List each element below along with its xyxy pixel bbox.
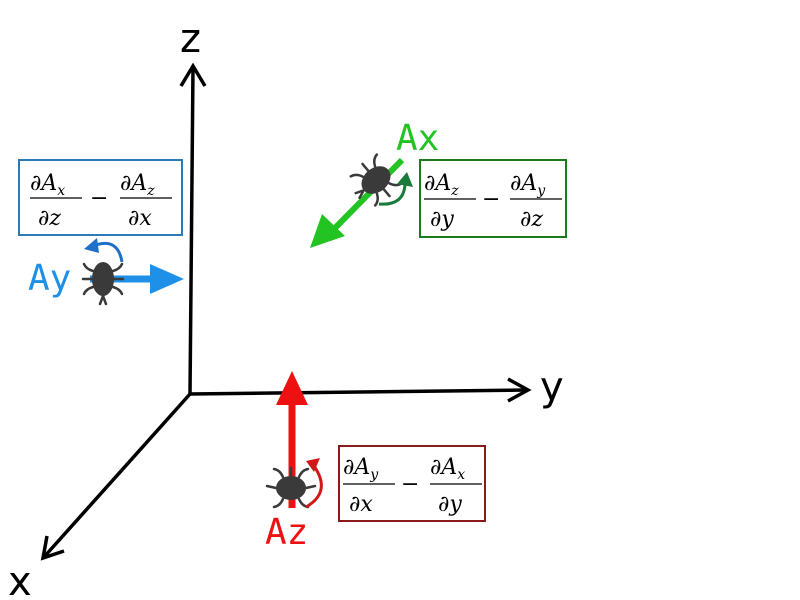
az-formula-box: ∂Ay ∂x − ∂Ax ∂y	[338, 445, 486, 522]
x-axis-arrowhead	[40, 535, 65, 561]
ay-curl-arrow	[95, 241, 124, 263]
ax-arrowhead	[310, 214, 345, 248]
svg-text:∂y: ∂y	[430, 207, 454, 232]
ax-arrow-shaft	[332, 157, 405, 231]
z-axis	[188, 67, 195, 395]
az-curl-arrowhead	[306, 458, 320, 472]
ay-label: Ay	[28, 258, 71, 299]
az-arrowhead	[276, 371, 308, 405]
svg-text:∂y: ∂y	[438, 492, 462, 517]
az-label: Az	[265, 512, 308, 553]
ay-component: Ay ∂Ax ∂z − ∂Az ∂x	[18, 159, 184, 306]
y-axis	[189, 388, 528, 396]
svg-text:∂z: ∂z	[520, 207, 543, 232]
az-curl-arrow	[305, 465, 323, 509]
ay-arrowhead	[150, 264, 184, 294]
ax-formula-box: ∂Az ∂y − ∂Ay ∂z	[419, 159, 567, 238]
svg-text:−: −	[482, 187, 500, 212]
svg-text:∂x: ∂x	[128, 206, 152, 231]
x-axis	[42, 392, 192, 559]
svg-text:∂Ax: ∂Ax	[430, 455, 465, 483]
ay-bug-icon	[81, 262, 125, 306]
y-axis-label: y	[540, 364, 564, 410]
svg-text:∂Az: ∂Az	[120, 171, 155, 199]
svg-text:∂Ax: ∂Ax	[30, 171, 65, 199]
ax-curl-arrowhead	[397, 172, 413, 187]
svg-text:−: −	[401, 472, 419, 497]
y-axis-arrowhead	[507, 377, 532, 403]
az-bug-icon	[265, 466, 317, 509]
svg-text:−: −	[90, 186, 108, 211]
ay-curl-arrowhead	[84, 238, 99, 253]
svg-text:∂x: ∂x	[349, 492, 373, 517]
ax-curl-arrow	[378, 183, 407, 206]
ax-label: Ax	[396, 118, 439, 159]
z-axis-arrowhead	[179, 62, 207, 87]
ay-formula-box: ∂Ax ∂z − ∂Az ∂x	[18, 159, 183, 236]
axes: z y x	[8, 16, 564, 600]
svg-text:∂Ay: ∂Ay	[510, 171, 546, 199]
svg-text:∂Az: ∂Az	[424, 171, 459, 199]
svg-text:∂Ay: ∂Ay	[343, 455, 379, 483]
ax-component: Ax ∂Az ∂y − ∂Ay ∂z	[310, 118, 567, 248]
z-axis-label: z	[180, 16, 201, 62]
az-component: Az ∂Ay ∂x − ∂Ax ∂y	[265, 371, 486, 553]
svg-text:∂z: ∂z	[38, 206, 61, 231]
x-axis-label: x	[8, 559, 32, 600]
ax-bug-icon	[349, 153, 403, 207]
